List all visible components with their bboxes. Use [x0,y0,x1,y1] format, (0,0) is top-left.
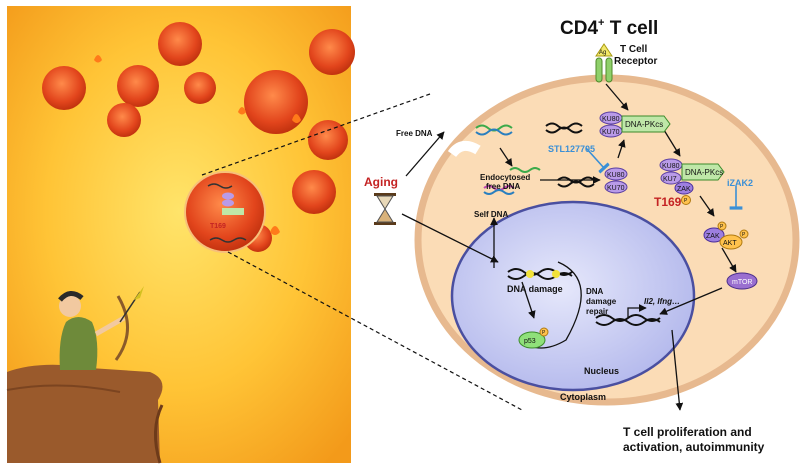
genes-label: Il2, Ifng… [644,297,680,306]
akt-phospho-label: P [742,232,746,238]
aging-label: Aging [364,175,398,189]
svg-text:KU7: KU7 [663,176,677,183]
svg-text:DNA-PKcs: DNA-PKcs [685,168,723,177]
outcome-label-line2: activation, autoimmunity [623,440,765,454]
mtor-protein: mTOR [726,272,758,290]
svg-text:DNA-PKcs: DNA-PKcs [625,120,663,129]
endocytosed-label-line1: Endocytosed [480,173,530,182]
self-dna-label: Self DNA [474,210,508,219]
sun-cells-icon [42,22,355,252]
archer-icon [58,286,144,370]
pathway-arrows [401,83,737,411]
cytoplasm-label: Cytoplasm [560,392,606,402]
cell-title: CD4+ T cell [560,17,658,39]
nucleus-label: Nucleus [584,366,619,376]
dna-damage-label: DNA damage [507,284,563,294]
zak-protein: ZAK [674,181,694,195]
zak-phospho [717,221,727,231]
outcome-label-line1: T cell proliferation and [623,425,752,439]
svg-text:KU80: KU80 [602,116,620,123]
svg-text:KU70: KU70 [602,129,620,136]
cliff-icon [6,364,164,464]
ku80-protein-2: KU80 [604,167,628,181]
dna-strands [475,122,661,326]
akt-phospho [739,229,749,239]
t-cell [414,74,800,406]
p53-protein: p53 [518,331,546,349]
svg-text:Ag: Ag [599,50,606,56]
t169-phospho-label: P [684,198,688,204]
repair-loop [529,261,582,349]
zak-phospho-label: P [720,224,724,230]
ku80-protein-3: KU80 [659,158,683,172]
repair-label-line3: repair [586,307,608,316]
zoom-connectors [201,93,523,411]
ku7-protein: KU7 [660,171,682,185]
illustration-panel: T169 [6,6,355,464]
promoter-arrow [627,304,647,318]
p53-phospho-label: P [542,330,546,336]
svg-text:ZAK: ZAK [706,233,720,240]
stl-inhibition [585,147,610,174]
ku70-protein-2: KU70 [604,180,628,194]
stl127705-label: STL127705 [548,144,595,154]
repair-label-line2: damage [586,297,617,306]
svg-text:p53: p53 [524,338,536,345]
izak2-label: iZAK2 [727,178,753,188]
svg-text:KU80: KU80 [607,172,625,179]
dna-damage-sites [526,270,560,278]
nucleus [450,200,696,392]
zak-protein-2: ZAK [703,227,725,243]
p53-phospho [539,327,549,337]
akt-protein: AKT [719,234,743,250]
ku70-protein: KU70 [599,124,623,138]
inset-cell-icon: T169 [184,171,266,253]
svg-text:mTOR: mTOR [732,279,752,286]
dna-pkcs-protein-2: DNA-PKcs [681,163,725,181]
repair-label-line1: DNA [586,287,604,296]
tcr-label-line1: T Cell [620,44,647,55]
ku80-protein: KU80 [599,111,623,125]
t169-phospho [681,195,691,205]
svg-text:ZAK: ZAK [677,186,691,193]
t169-label: T169 [654,195,682,209]
dna-pkcs-protein: DNA-PKcs [621,115,671,133]
t-cell-receptor-icon: Ag [595,43,613,83]
hourglass-icon [374,193,396,225]
inset-t169-label: T169 [210,223,226,230]
tcr-label-line2: Receptor [614,56,657,67]
endocytosed-label-line2: free DNA [486,182,520,191]
svg-text:KU70: KU70 [607,185,625,192]
free-dna-label: Free DNA [396,129,433,138]
svg-text:KU80: KU80 [662,163,680,170]
svg-text:AKT: AKT [723,240,737,247]
